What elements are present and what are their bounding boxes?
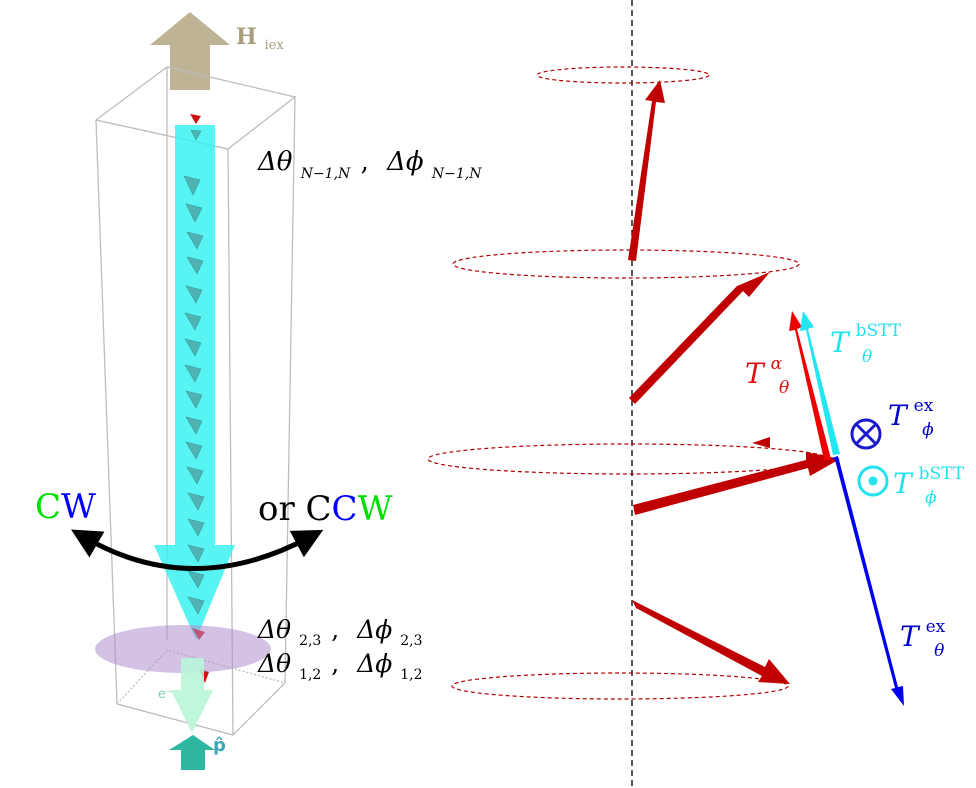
upper-angles-label: Δθ N−1,N , Δϕ N−1,N <box>257 147 482 185</box>
theta-ex-arrow <box>832 456 904 706</box>
ellipse-middle <box>427 443 829 475</box>
sep-12: , <box>331 649 339 678</box>
theta-alpha-arrow <box>789 311 831 460</box>
ellipse-bottom <box>451 672 789 700</box>
ccw-w: W <box>358 489 393 529</box>
current-arrow <box>154 125 235 640</box>
or-text: or C <box>258 489 332 529</box>
ellipse-upper <box>452 249 800 279</box>
sep-23: , <box>331 615 339 644</box>
label-theta-bstt: T bSTT θ <box>830 310 910 367</box>
phi-12-sub: 1,2 <box>400 667 422 683</box>
out-of-page-symbol <box>857 465 889 497</box>
spin-arrow-middle <box>633 452 840 515</box>
phi-23-sub: 2,3 <box>400 633 422 649</box>
theta-12-symbol: Δθ <box>257 649 291 678</box>
phi-12-symbol: Δϕ <box>356 649 392 678</box>
phi-n-sub: N−1,N <box>431 166 482 182</box>
torque-arrows <box>789 311 904 706</box>
field-label: H iex <box>236 24 284 53</box>
cw-label: CW <box>35 487 96 527</box>
upper-sep: , <box>361 147 369 177</box>
spin-arrow-top <box>628 80 665 261</box>
ellipse-top <box>536 66 710 84</box>
label-theta-ex: T ex θ <box>900 606 954 661</box>
theta-n-sub: N−1,N <box>300 166 351 182</box>
label-theta-alpha: T α θ <box>745 343 791 398</box>
spin-arrow-upper <box>629 272 770 404</box>
cw-w: W <box>61 487 96 527</box>
into-page-symbol <box>850 418 882 450</box>
theta-23-sub: 2,3 <box>299 633 321 649</box>
field-arrow <box>150 12 230 90</box>
rotation-arrow <box>71 529 324 571</box>
label-phi-bstt: T bSTT ϕ <box>893 453 973 508</box>
angles-23-label: Δθ 2,3 , Δϕ 2,3 <box>257 615 423 651</box>
label-phi-ex: T ex ϕ <box>888 385 942 440</box>
precessing-spins <box>628 80 840 684</box>
left-panel: e⁻ p̂ H iex Δθ N−1,N , Δϕ N−1,N CW or CC… <box>35 12 482 770</box>
polarizer-arrow <box>169 735 215 770</box>
theta-bstt-arrow <box>800 311 840 455</box>
spin-arrow-bottom <box>632 600 790 684</box>
polarization-label: p̂ <box>213 735 226 756</box>
field-label-sub: iex <box>264 38 284 53</box>
phi-n-symbol: Δϕ <box>386 147 424 177</box>
right-panel: T α θ T bSTT θ T ex ϕ T bSTT ϕ T ex θ <box>427 0 973 788</box>
phi-23-symbol: Δϕ <box>356 615 392 644</box>
theta-12-sub: 1,2 <box>299 667 321 683</box>
cw-c: C <box>35 487 61 527</box>
theta-n-symbol: Δθ <box>257 147 293 177</box>
electron-label: e⁻ <box>158 687 173 702</box>
electron-arrow <box>171 658 213 733</box>
field-label-main: H <box>236 24 257 50</box>
theta-23-symbol: Δθ <box>257 615 291 644</box>
disk <box>95 625 271 673</box>
angles-12-label: Δθ 1,2 , Δϕ 1,2 <box>257 649 423 685</box>
ccw-c: C <box>332 489 358 529</box>
small-dir-arrow <box>752 437 770 448</box>
ccw-label: or CCW <box>258 489 393 529</box>
